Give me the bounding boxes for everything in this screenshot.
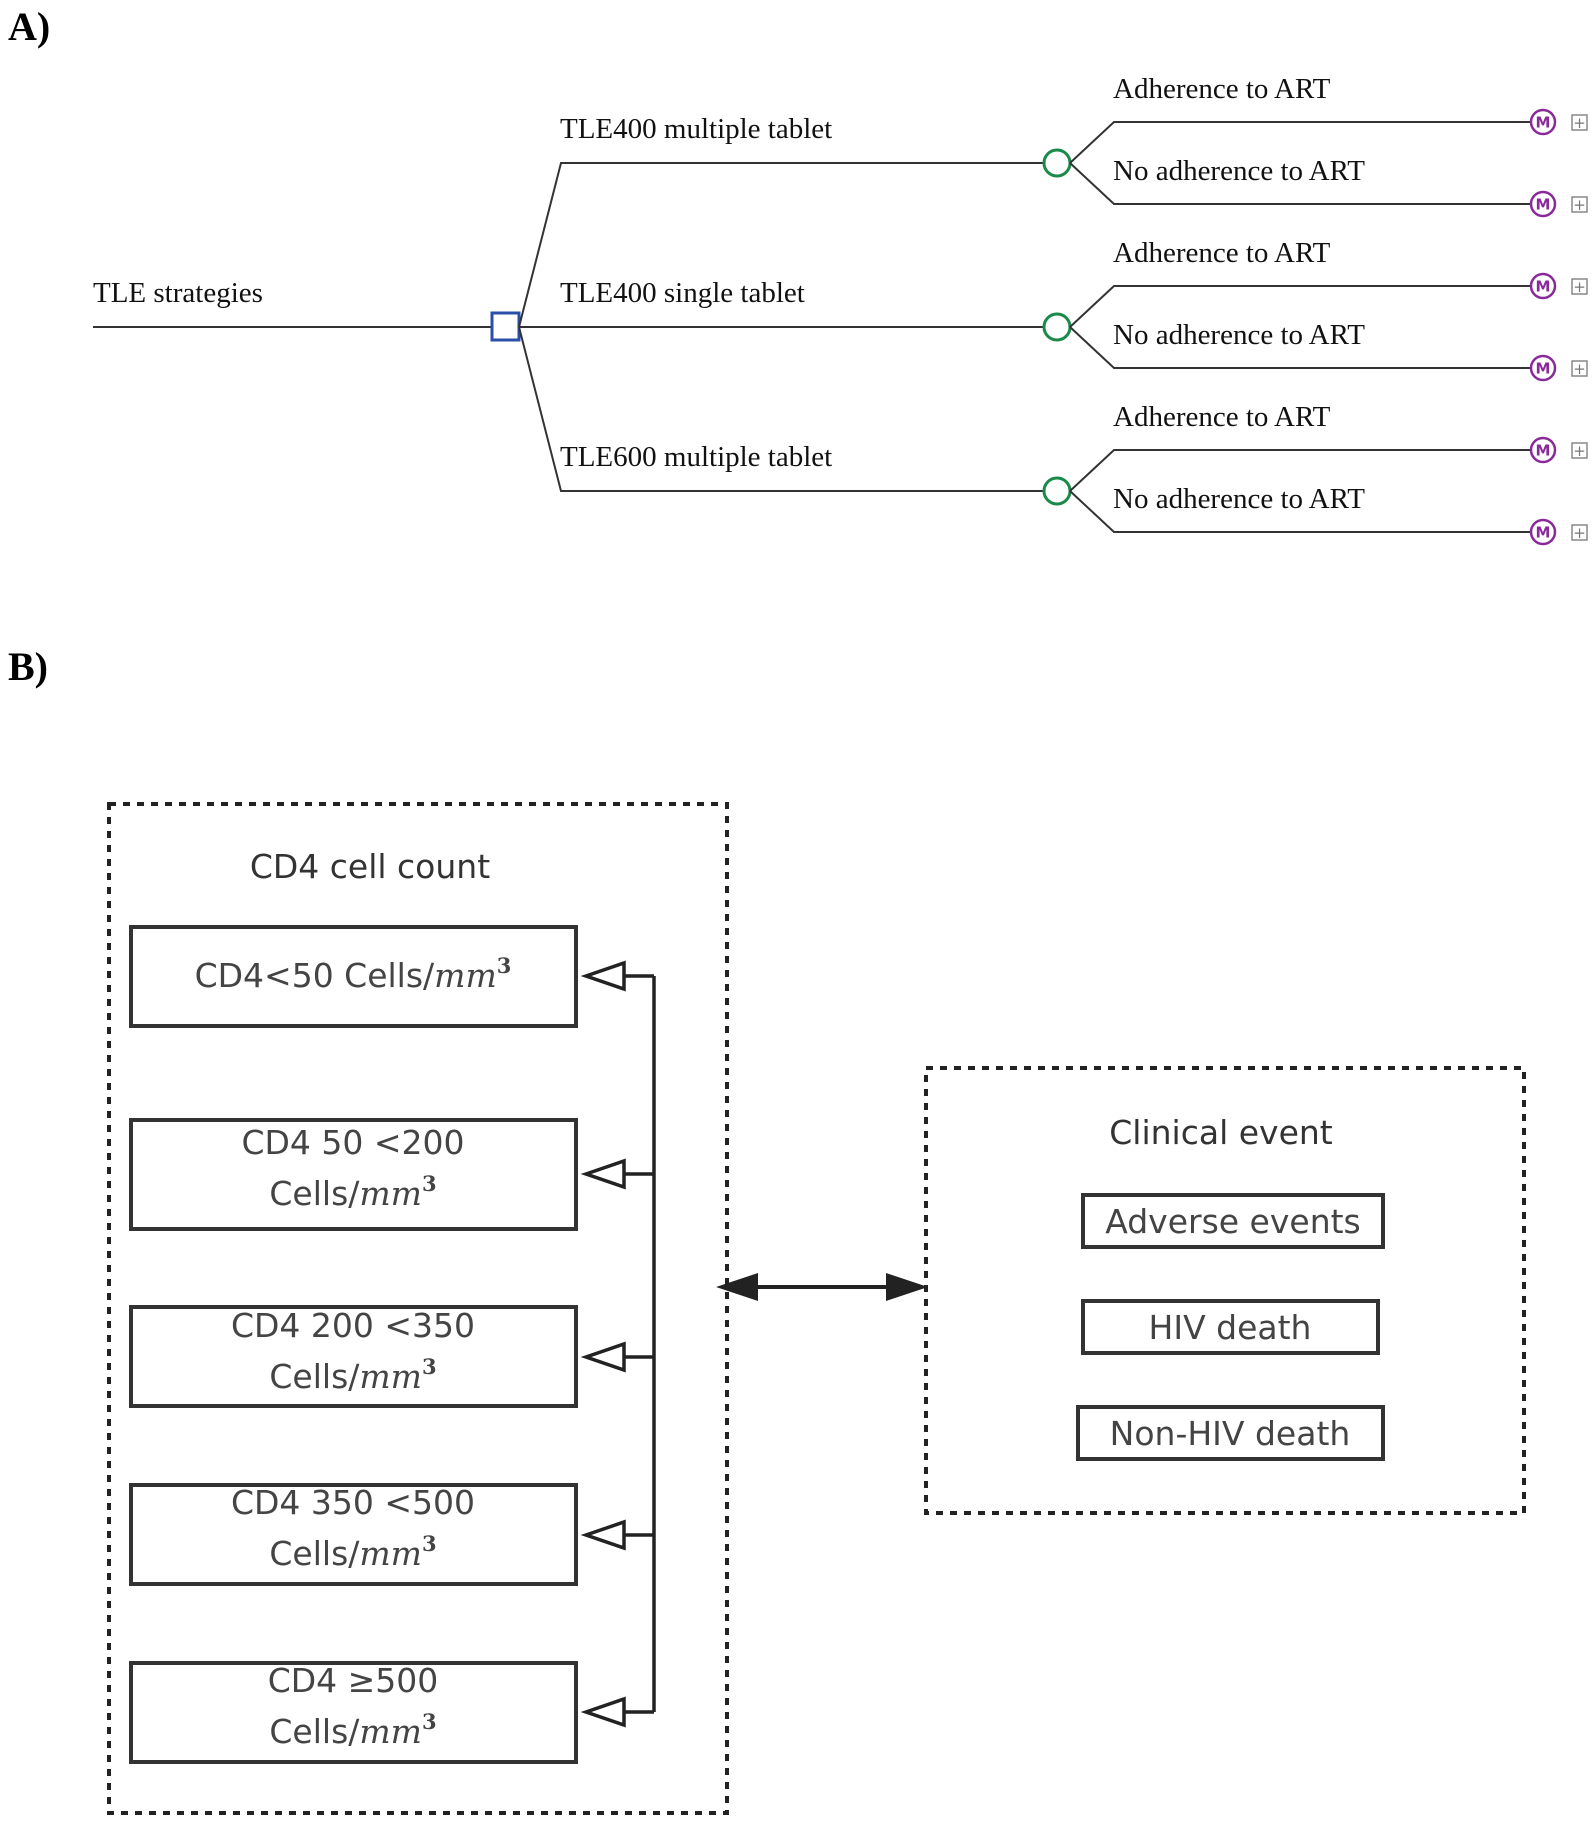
cd4-state-5-label: CD4 ≥500 xyxy=(268,1661,439,1700)
expand-icon[interactable]: + xyxy=(1571,524,1588,542)
decision-tree: TLE strategies TLE400 multiple tablet TL… xyxy=(93,73,1588,546)
expand-symbol: + xyxy=(1573,278,1586,296)
cd4-state-2-label: CD4 50 <200 xyxy=(241,1123,464,1162)
strategy-branch-3 xyxy=(518,326,1043,492)
svg-text:Cells/mm3: Cells/mm3 xyxy=(269,1171,436,1213)
cd4-state-2-sup: 3 xyxy=(422,1171,437,1196)
cd4-state-2-cells: Cells/ xyxy=(269,1174,360,1213)
arrowhead-icon xyxy=(580,1341,626,1373)
event-hiv-death[interactable]: HIV death xyxy=(1081,1299,1380,1355)
markov-node[interactable]: M xyxy=(1529,436,1557,464)
cd4-state-3-cells: Cells/ xyxy=(269,1357,360,1396)
markov-symbol: M xyxy=(1536,442,1551,460)
cd4-state-4-label: CD4 350 <500 xyxy=(231,1483,475,1522)
markov-symbol: M xyxy=(1536,114,1551,132)
cd4-state-4[interactable]: CD4 350 <500 Cells/mm3 xyxy=(129,1483,578,1586)
expand-symbol: + xyxy=(1573,360,1586,378)
cd4-state-5-cells: Cells/ xyxy=(269,1712,360,1751)
svg-text:Cells/mm3: Cells/mm3 xyxy=(269,1531,436,1573)
outcome-branch-3a xyxy=(1069,449,1530,492)
expand-icon[interactable]: + xyxy=(1571,442,1588,460)
cd4-state-1[interactable]: CD4<50 Cells/mm3 xyxy=(129,925,578,1028)
cd4-state-2-unit: mm xyxy=(359,1174,422,1213)
expand-icon[interactable]: + xyxy=(1571,114,1588,132)
outcome-label-2b: No adherence to ART xyxy=(1113,319,1365,351)
clinical-group-title: Clinical event xyxy=(1109,1113,1333,1152)
panel-a-label: A) xyxy=(8,4,50,49)
outcome-label-3a: Adherence to ART xyxy=(1113,401,1331,433)
cd4-group-title: CD4 cell count xyxy=(250,847,490,886)
event-adverse-label: Adverse events xyxy=(1105,1202,1361,1241)
cd4-group-box xyxy=(107,802,729,1815)
cd4-state-3-unit: mm xyxy=(359,1357,422,1396)
cd4-state-5-sup: 3 xyxy=(422,1709,437,1734)
markov-symbol: M xyxy=(1536,196,1551,214)
bidirectional-arrow-icon xyxy=(716,1273,928,1301)
event-adverse[interactable]: Adverse events xyxy=(1081,1193,1385,1249)
expand-symbol: + xyxy=(1573,524,1586,542)
outcome-label-3b: No adherence to ART xyxy=(1113,483,1365,515)
cd4-state-3-sup: 3 xyxy=(422,1354,437,1379)
chance-node-1[interactable] xyxy=(1042,148,1072,178)
cd4-state-3-label: CD4 200 <350 xyxy=(231,1306,475,1345)
event-hiv-death-label: HIV death xyxy=(1149,1308,1312,1347)
svg-text:Cells/mm3: Cells/mm3 xyxy=(269,1354,436,1396)
arrowhead-icon xyxy=(580,1158,626,1190)
strategy-label-3: TLE600 multiple tablet xyxy=(560,441,832,473)
markov-node[interactable]: M xyxy=(1529,354,1557,382)
markov-node[interactable]: M xyxy=(1529,518,1557,546)
cd4-state-5-unit: mm xyxy=(359,1712,422,1751)
outcome-branch-2b xyxy=(1069,326,1530,369)
chance-node-3[interactable] xyxy=(1042,476,1072,506)
cd4-state-2[interactable]: CD4 50 <200 Cells/mm3 xyxy=(129,1118,578,1231)
cd4-state-4-cells: Cells/ xyxy=(269,1534,360,1573)
cd4-state-3[interactable]: CD4 200 <350 Cells/mm3 xyxy=(129,1305,578,1408)
event-non-hiv-death-label: Non-HIV death xyxy=(1110,1414,1351,1453)
transition-connector xyxy=(580,960,656,1728)
event-non-hiv-death[interactable]: Non-HIV death xyxy=(1076,1405,1385,1461)
arrowhead-icon xyxy=(580,1696,626,1728)
decision-node[interactable] xyxy=(490,311,521,342)
strategy-label-1: TLE400 multiple tablet xyxy=(560,113,832,145)
cd4-state-4-unit: mm xyxy=(359,1534,422,1573)
expand-icon[interactable]: + xyxy=(1571,278,1588,296)
markov-node[interactable]: M xyxy=(1529,190,1557,218)
outcome-branch-3b xyxy=(1069,490,1530,533)
markov-symbol: M xyxy=(1536,360,1551,378)
strategy-branch-1 xyxy=(518,162,1043,328)
root-label: TLE strategies xyxy=(93,277,263,309)
arrowhead-icon xyxy=(580,1519,626,1551)
svg-text:CD4<50 Cells/mm3: CD4<50 Cells/mm3 xyxy=(195,953,512,995)
outcome-label-2a: Adherence to ART xyxy=(1113,237,1331,269)
cd4-state-1-label: CD4<50 Cells/ xyxy=(195,956,435,995)
expand-symbol: + xyxy=(1573,442,1586,460)
markov-node[interactable]: M xyxy=(1529,272,1557,300)
expand-icon[interactable]: + xyxy=(1571,360,1588,378)
outcome-branch-1a xyxy=(1069,121,1530,164)
panel-b-label: B) xyxy=(8,644,48,689)
expand-symbol: + xyxy=(1573,196,1586,214)
outcome-branch-2a xyxy=(1069,285,1530,328)
cd4-state-1-sup: 3 xyxy=(497,953,512,978)
cd4-state-5[interactable]: CD4 ≥500 Cells/mm3 xyxy=(129,1661,578,1764)
cd4-state-1-unit: mm xyxy=(434,956,497,995)
chance-node-2[interactable] xyxy=(1042,312,1072,342)
outcome-label-1a: Adherence to ART xyxy=(1113,73,1331,105)
clinical-group-box xyxy=(924,1066,1526,1515)
expand-icon[interactable]: + xyxy=(1571,196,1588,214)
expand-symbol: + xyxy=(1573,114,1586,132)
markov-symbol: M xyxy=(1536,278,1551,296)
strategy-label-2: TLE400 single tablet xyxy=(560,277,805,309)
markov-node[interactable]: M xyxy=(1529,108,1557,136)
outcome-branch-1b xyxy=(1069,162,1530,205)
arrowhead-icon xyxy=(580,960,626,992)
svg-text:Cells/mm3: Cells/mm3 xyxy=(269,1709,436,1751)
outcome-label-1b: No adherence to ART xyxy=(1113,155,1365,187)
cd4-state-4-sup: 3 xyxy=(422,1531,437,1556)
markov-symbol: M xyxy=(1536,524,1551,542)
